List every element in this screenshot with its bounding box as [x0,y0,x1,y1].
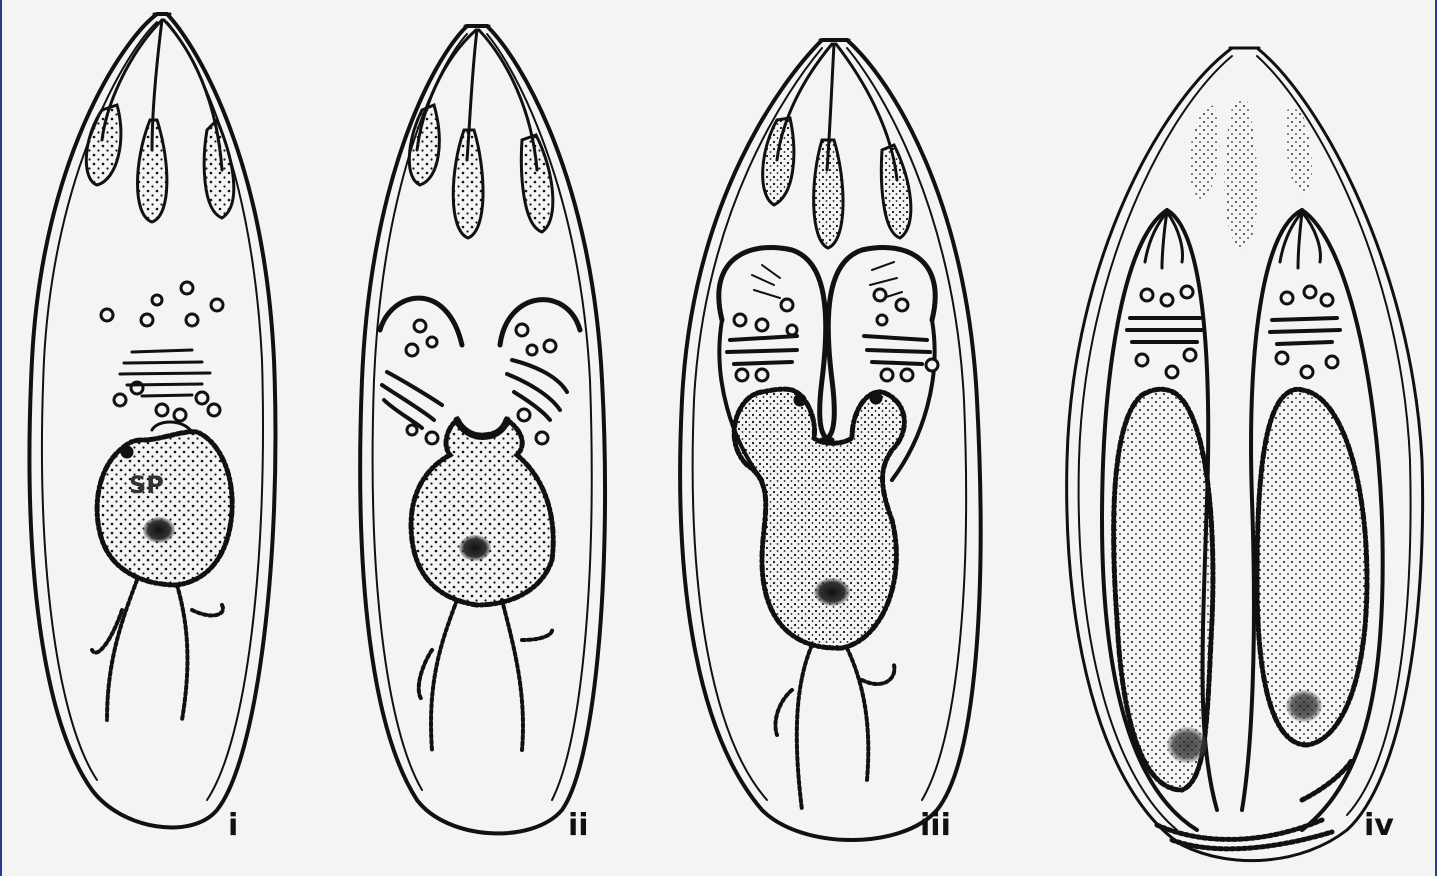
nucleus [814,578,850,606]
rhoptry [138,120,167,222]
panel-ii-body-outline [360,26,605,833]
panel-ii-label: ii [568,808,589,843]
nucleus [1286,690,1322,722]
nucleus [1167,727,1207,763]
sporoplasm [1257,389,1367,745]
rhoptry [204,120,234,218]
panel-iii-label: iii [920,808,951,843]
rhoptry [814,140,843,248]
panel-i-label: i [228,808,238,843]
panel-iv [1067,48,1423,861]
sporoplasm [97,432,232,585]
rhoptry [521,135,552,232]
rhoptry [453,130,483,238]
panel-i [30,14,276,827]
nucleus [143,517,175,543]
panel-i-sp-label: SP [129,471,164,499]
rhoptry [881,145,910,238]
panel-iii [680,40,981,840]
nucleus [459,535,491,561]
rhoptry [86,105,121,185]
panel-ii [360,26,605,833]
panel-iv-label: iv [1364,808,1394,843]
sporoplasm [411,420,553,605]
